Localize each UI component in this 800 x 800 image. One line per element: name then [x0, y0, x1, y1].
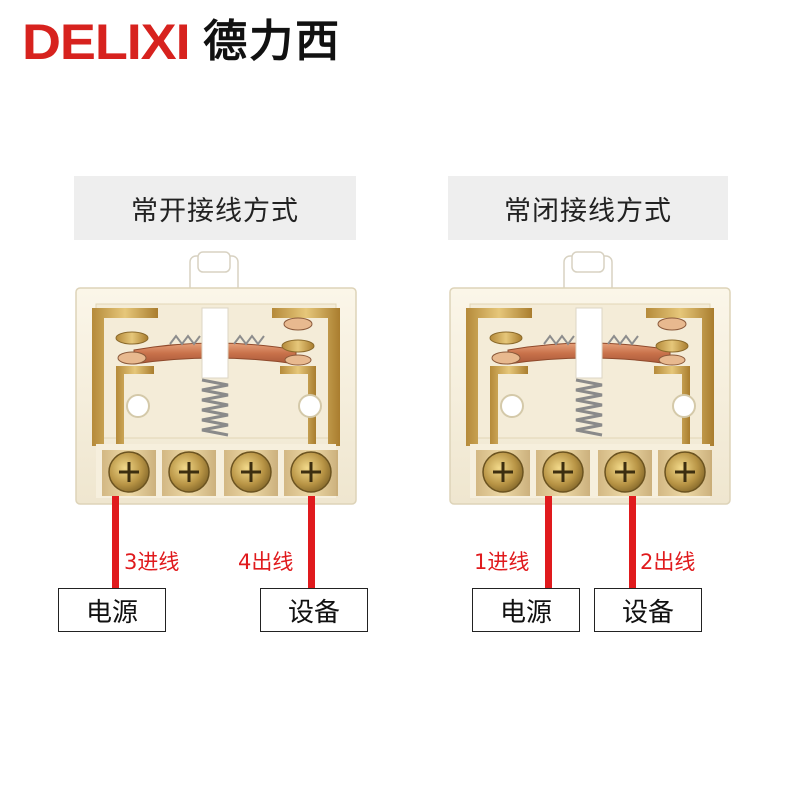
left-power-source-box: 电源 [58, 588, 166, 632]
normally-open-switch-illustration [74, 250, 358, 506]
brand-chinese-text: 德力西 [203, 16, 342, 67]
normally-open-title: 常开接线方式 [74, 176, 356, 240]
left-input-wire [112, 496, 119, 590]
right-power-source-box: 电源 [472, 588, 580, 632]
right-device-box: 设备 [594, 588, 702, 632]
left-output-wire [308, 496, 315, 590]
left-input-label: 3进线 [124, 550, 180, 574]
right-input-wire [545, 496, 552, 590]
left-output-label: 4出线 [238, 550, 294, 574]
right-output-wire [629, 496, 636, 590]
brand-logo: DELIXI 德力西 [22, 14, 341, 70]
normally-closed-switch-illustration [448, 250, 732, 506]
brand-latin-text: DELIXI [22, 14, 191, 70]
right-output-label: 2出线 [640, 550, 696, 574]
normally-closed-title: 常闭接线方式 [448, 176, 728, 240]
right-input-label: 1进线 [474, 550, 530, 574]
left-device-box: 设备 [260, 588, 368, 632]
